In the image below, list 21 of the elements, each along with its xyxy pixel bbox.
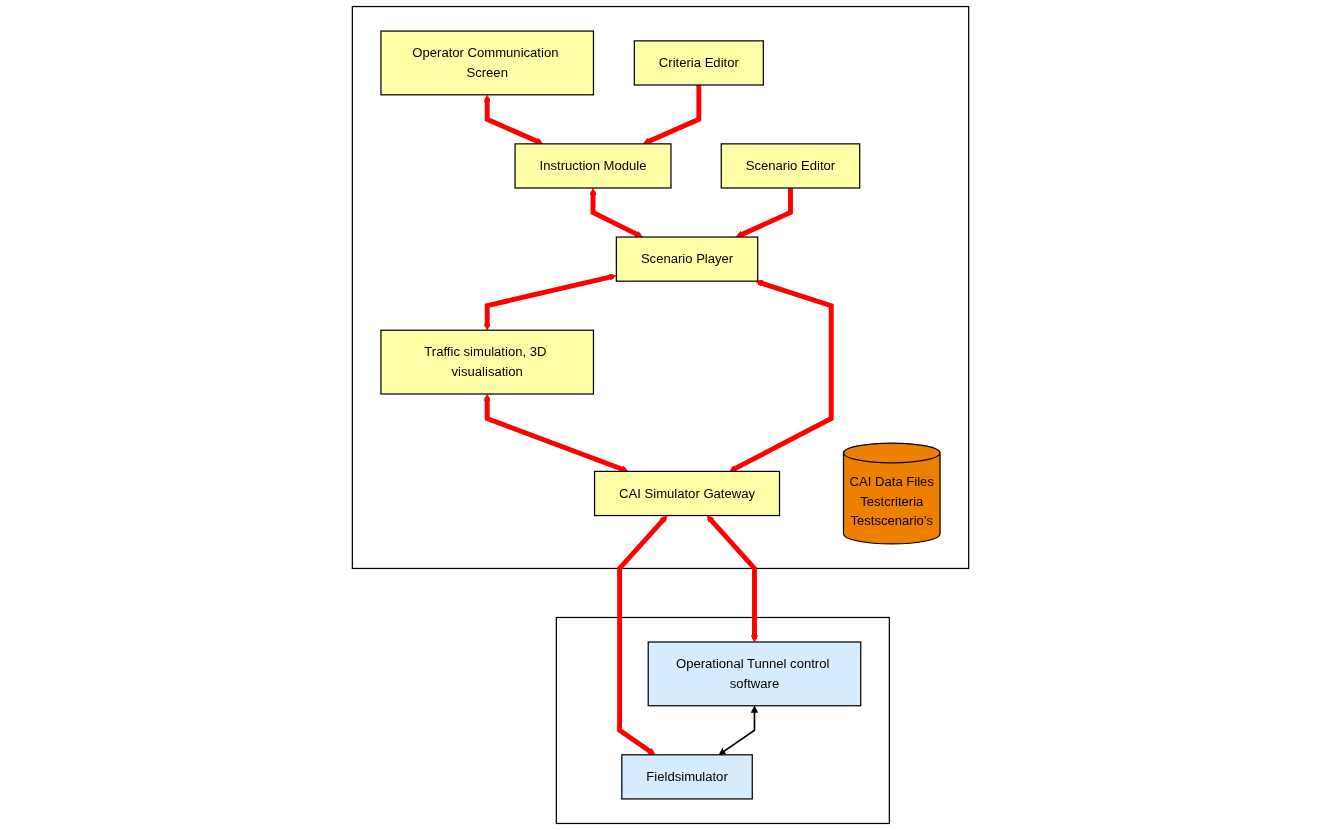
arrow	[718, 705, 759, 756]
arrow	[483, 94, 544, 145]
node-box: CAI Simulator Gateway	[593, 470, 781, 517]
node-box: Instruction Module	[514, 143, 672, 189]
arrow	[589, 188, 643, 238]
arrow	[729, 279, 834, 473]
arrow	[617, 515, 668, 756]
node-box: Criteria Editor	[633, 40, 764, 86]
arrow	[735, 188, 793, 238]
node-box: Operational Tunnel control software	[647, 641, 862, 707]
node-box: Fieldsimulator	[621, 754, 753, 800]
node-box: Scenario Player	[615, 236, 759, 282]
node-box: Traffic simulation, 3D visualisation	[380, 329, 595, 395]
node-box: Operator Communication Screen	[380, 30, 595, 96]
arrow	[642, 85, 702, 145]
arrow	[706, 515, 759, 643]
cluster	[555, 616, 890, 825]
cluster	[351, 5, 970, 570]
node-box: Scenario Editor	[720, 143, 861, 189]
arrow	[483, 394, 629, 473]
arrow	[483, 273, 617, 331]
